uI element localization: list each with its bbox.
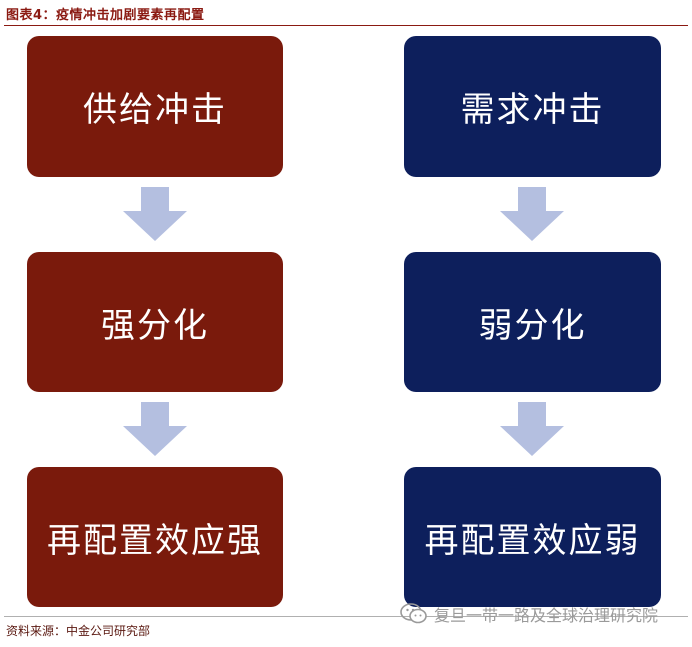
right-box-demand-shock: 需求冲击 xyxy=(404,36,661,177)
figure-title: 图表4：疫情冲击加剧要素再配置 xyxy=(6,8,205,23)
right-box-weak-reallocation: 再配置效应弱 xyxy=(404,467,661,607)
left-box-label: 供给冲击 xyxy=(83,90,227,130)
watermark-text: 复旦一带一路及全球治理研究院 xyxy=(434,606,659,625)
right-box-label: 需求冲击 xyxy=(460,90,605,130)
source-note: 资料来源：中金公司研究部 xyxy=(6,624,151,638)
down-arrow-icon xyxy=(123,187,187,241)
wechat-icon xyxy=(400,603,427,624)
down-arrow-icon xyxy=(500,402,564,456)
footer-divider xyxy=(4,616,688,617)
down-arrow-icon xyxy=(500,187,564,241)
right-box-label: 再配置效应弱 xyxy=(424,520,641,561)
right-box-label: 弱分化 xyxy=(478,305,587,346)
right-box-weak-divergence: 弱分化 xyxy=(404,252,661,392)
left-box-strong-reallocation: 再配置效应强 xyxy=(27,467,283,607)
title-divider xyxy=(4,25,688,26)
watermark: 复旦一带一路及全球治理研究院 xyxy=(400,602,658,626)
left-box-label: 再配置效应强 xyxy=(47,520,263,561)
left-box-supply-shock: 供给冲击 xyxy=(27,36,283,177)
down-arrow-icon xyxy=(123,402,187,456)
left-box-label: 强分化 xyxy=(101,305,209,346)
left-box-strong-divergence: 强分化 xyxy=(27,252,283,392)
